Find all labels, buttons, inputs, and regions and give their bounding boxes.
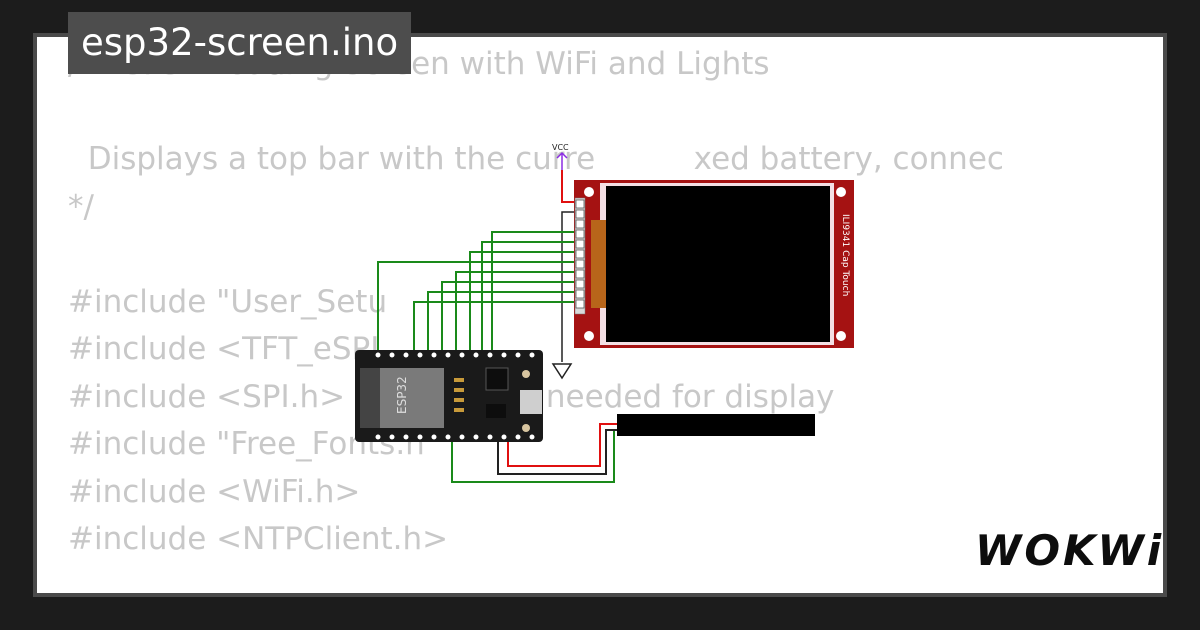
file-name-tab: esp32-screen.ino bbox=[68, 12, 412, 74]
led-strip bbox=[617, 414, 815, 436]
vcc-label: VCC bbox=[552, 143, 569, 152]
code-line: #include <TFT_eSPI bbox=[68, 331, 380, 367]
code-line: #include <NTPClient.h> bbox=[68, 521, 449, 557]
wire-vcc bbox=[561, 170, 578, 203]
wire-red-strip bbox=[507, 423, 618, 467]
esp32-label: ESP32 bbox=[395, 376, 409, 414]
esp32-board: ESP32 bbox=[355, 350, 543, 442]
code-line: */ bbox=[68, 188, 94, 225]
wire-black-strip bbox=[497, 429, 618, 475]
vcc-symbol: VCC bbox=[552, 143, 569, 170]
ground-icon bbox=[551, 363, 573, 380]
code-line: #include "User_Setu bbox=[68, 283, 388, 320]
ili9341-display: ILI9341 Cap Touch bbox=[574, 180, 854, 348]
code-line: Displays a top bar with the curre xed ba… bbox=[68, 141, 1004, 177]
wokwi-logo: WOKWi bbox=[975, 526, 1165, 575]
code-line: #include <WiFi.h> bbox=[68, 473, 361, 510]
signal-wires bbox=[377, 231, 615, 483]
display-label: ILI9341 Cap Touch bbox=[840, 214, 850, 296]
wire-gnd bbox=[561, 211, 578, 362]
